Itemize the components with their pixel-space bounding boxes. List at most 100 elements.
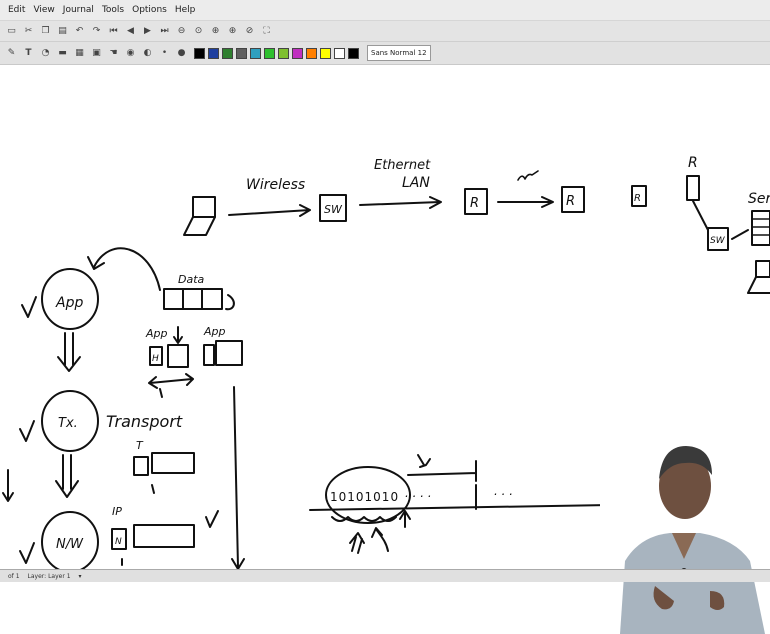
main-toolbar: ▭ ✂ ❐ ▤ ↶ ↷ ⏮ ◀ ▶ ⏭ ⊖ ⊙ ⊕ ⊕ ⊘ ⛶ [0,21,770,42]
h-box-right [204,345,214,365]
zoom-width-icon[interactable]: ⊘ [244,26,255,37]
color-swatch-6[interactable] [278,48,289,59]
first-page-icon[interactable]: ⏮ [108,26,119,37]
menu-options[interactable]: Options [132,5,167,15]
default-pen-icon[interactable]: ◐ [142,48,153,59]
server-icon [752,211,770,245]
undo-icon[interactable]: ↶ [74,26,85,37]
t-header-box [134,457,148,475]
layer-indicator[interactable]: Layer: Layer 1 [28,573,71,580]
small-mark-t [152,485,154,493]
router-label-3: R [634,193,641,204]
arrow-router [498,197,553,207]
check-network [20,543,34,563]
app-label-left: App [145,327,168,340]
pen-icon[interactable]: ✎ [6,48,17,59]
up-arrow-bits [400,511,410,527]
switch-label: SW [324,203,343,216]
color-swatch-1[interactable] [208,48,219,59]
shape-recognizer-icon[interactable]: ◔ [40,48,51,59]
fullscreen-icon[interactable]: ⛶ [261,26,272,37]
down-arrow-left [3,470,13,501]
vertical-down-arrow [232,387,244,569]
transport-label: Transport [106,412,183,431]
laptop-icon [184,197,215,235]
zoom-fit-icon[interactable]: ⊙ [193,26,204,37]
check-transport [20,421,34,441]
bits-label: 10101010 [330,490,399,504]
menu-tools[interactable]: Tools [102,5,124,15]
color-swatch-0[interactable] [194,48,205,59]
hand-tool-icon[interactable]: ☚ [108,48,119,59]
color-swatch-9[interactable] [320,48,331,59]
label-ethernet: Ethernet [374,158,431,173]
copy-icon[interactable]: ❐ [40,26,51,37]
zoom-page-icon[interactable]: ⊕ [227,26,238,37]
zoom-out-icon[interactable]: ⊖ [176,26,187,37]
color-palette [191,48,359,59]
data-curl-arrow [226,295,234,309]
cut-icon[interactable]: ✂ [23,26,34,37]
menu-edit[interactable]: Edit [8,5,25,15]
app-down-arrow [174,327,182,343]
medium-pen-icon[interactable]: ● [176,48,187,59]
highlighter-icon[interactable]: ▬ [57,48,68,59]
menu-view[interactable]: View [33,5,54,15]
network-payload-box [134,525,194,547]
router-label-1: R [470,196,479,211]
h-label: H [152,354,159,364]
color-swatch-3[interactable] [236,48,247,59]
color-swatch-4[interactable] [250,48,261,59]
color-swatch-8[interactable] [306,48,317,59]
app-label-right: App [203,325,226,338]
color-swatch-7[interactable] [292,48,303,59]
text-tool-icon[interactable]: T [23,48,34,59]
link-router-switch [693,201,708,230]
zoom-in-icon[interactable]: ⊕ [210,26,221,37]
small-up-tick [160,389,162,397]
last-page-icon[interactable]: ⏭ [159,26,170,37]
thin-pen-icon[interactable]: • [159,48,170,59]
paste-icon[interactable]: ▤ [57,26,68,37]
double-arrow-1 [58,333,80,371]
arrow-wireless [229,205,310,216]
prev-page-icon[interactable]: ◀ [125,26,136,37]
router-label-4: R [688,155,698,171]
color-swatch-2[interactable] [222,48,233,59]
page-indicator[interactable]: of 1 [8,573,20,580]
redo-icon[interactable]: ↷ [91,26,102,37]
label-lan: LAN [402,175,430,191]
app-layer-label: App [55,295,83,311]
dots-2: . . . [494,484,513,498]
network-circle-label: N/W [56,537,84,552]
whiteboard-canvas[interactable]: Wireless SW Ethernet LAN R R R R SW Ser [0,65,770,569]
color-swatch-11[interactable] [348,48,359,59]
font-selector[interactable]: Sans Normal 12 [367,45,431,61]
pointer-arrow-top [418,455,430,467]
check-ip [206,511,218,527]
select-rect-icon[interactable]: ▣ [91,48,102,59]
menu-help[interactable]: Help [175,5,196,15]
dots-1: . . . . [405,486,432,500]
menu-bar: Edit View Journal Tools Options Help [0,0,770,21]
double-headed-arrow [149,374,193,388]
color-swatch-10[interactable] [334,48,345,59]
double-arrow-2 [56,455,78,497]
laptop-icon-2 [748,261,770,293]
segment-bracket [408,461,476,481]
t-label: T [136,439,144,452]
link-switch-server [732,230,748,239]
ruler-icon[interactable]: ◉ [125,48,136,59]
status-bar: of 1 Layer: Layer 1 ▾ [0,569,770,582]
curved-up-arrow [372,528,388,551]
next-page-icon[interactable]: ▶ [142,26,153,37]
color-swatch-5[interactable] [264,48,275,59]
dropdown-icon[interactable]: ▾ [79,573,82,580]
ip-label: IP [112,505,122,518]
pen-toolbar: ✎ T ◔ ▬ ▦ ▣ ☚ ◉ ◐ • ● Sans Normal 12 [0,42,770,65]
eraser-icon[interactable]: ▦ [74,48,85,59]
data-label: Data [178,273,205,286]
menu-journal[interactable]: Journal [63,5,94,15]
new-page-icon[interactable]: ▭ [6,26,17,37]
app-payload-box-right [216,341,242,365]
